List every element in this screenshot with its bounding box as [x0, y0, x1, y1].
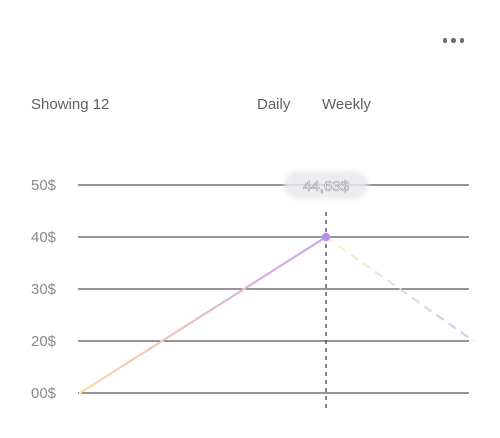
series-line-segment [78, 235, 328, 395]
tab-daily[interactable]: Daily [257, 96, 291, 113]
y-tick-label: 30$ [31, 281, 57, 298]
highlighted-data-point[interactable] [321, 232, 331, 242]
y-tick-label: 20$ [31, 333, 57, 350]
tooltip-background [284, 171, 368, 199]
dot [451, 38, 456, 43]
y-tick-label: 50$ [31, 177, 57, 194]
more-options-icon[interactable] [442, 38, 464, 43]
dot [459, 38, 464, 43]
dot [442, 38, 447, 43]
y-tick-label: 00$ [31, 385, 57, 402]
tab-weekly[interactable]: Weekly [322, 96, 371, 113]
y-tick-label: 40$ [31, 229, 57, 246]
series-line-projection [325, 236, 475, 342]
showing-count-label: Showing 12 [31, 96, 110, 113]
tooltip-value: 44,63$ [303, 178, 350, 195]
